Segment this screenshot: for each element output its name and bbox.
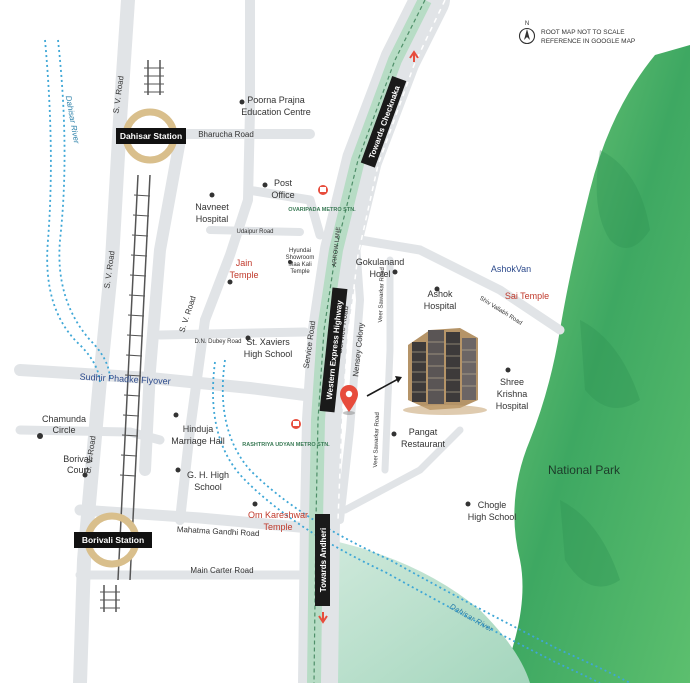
place-navneet: Navneet [195,202,229,212]
place-maa-kali-2: Temple [290,269,310,275]
area-national-park: National Park [548,463,621,477]
place-gokulanand: Gokulanand [356,257,405,267]
metro-label-ovaripada: OVARIPADA METRO STN. [288,207,356,213]
place-post-office: Post [274,178,293,188]
temple-jain-2: Temple [229,270,258,280]
place-poorna-prajna-2: Education Centre [241,107,311,117]
map-note-line2: REFERENCE IN GOOGLE MAP [541,38,635,45]
place-gh-school: G. H. High [187,470,229,480]
place-gh-school-2: School [194,482,222,492]
green-wedge [330,540,530,683]
temple-om-kareshwar: Om Kareshwar [248,510,308,520]
road-label-mahatma-gandhi: Mahatma Gandhi Road [177,525,260,538]
place-shree-krishna: Shree [500,377,524,387]
place-navneet-2: Hospital [196,214,229,224]
railway-track-icon [100,60,164,612]
place-chogle-2: High School [468,512,517,522]
borivali-station-label: Borivali Station [82,535,144,545]
pointer-arrowhead [395,376,402,383]
road-label-veer-sawarkar-2: Veer Sawarkar Road [373,412,381,468]
place-ashok-hospital: Ashok [427,289,453,299]
place-shree-krishna-2: Krishna [497,389,528,399]
dahisar-station[interactable]: Dahisar Station [116,108,186,164]
place-nensey-colony: Nensey Colony [351,322,366,377]
svg-text:Towards Andheri: Towards Andheri [319,528,328,592]
arrow-down-icon [318,612,328,624]
national-park-area [500,45,690,683]
place-ashok-hospital-2: Hospital [424,301,457,311]
place-hinduja-2: Marriage Hall [171,436,225,446]
road-label-bharucha: Bharucha Road [198,130,254,139]
compass-icon: N [518,21,536,45]
borivali-station[interactable]: Borivali Station [74,512,152,568]
place-borivali-court-2: Court [67,465,90,475]
place-gokulanand-2: Hotel [369,269,390,279]
place-post-office-2: Office [271,190,294,200]
place-hyundai-2: Showroom [286,255,315,261]
place-markers [37,99,511,507]
place-poorna-prajna: Poorna Prajna [247,95,305,105]
place-st-xaviers-2: High School [244,349,293,359]
building-icon[interactable] [403,328,487,415]
place-maa-kali: Maa Kali [288,262,311,268]
road-label-arrow-lane: ARROW LANE [332,227,342,268]
place-chamunda: Chamunda [42,414,86,424]
place-chamunda-2: Circle [52,425,75,435]
pointer-arrow [366,377,401,397]
temple-sai: Sai Temple [505,291,549,301]
place-chogle: Chogle [478,500,507,510]
temple-om-kareshwar-2: Temple [263,522,292,532]
road-label-sudhir-phadke: Sudhir Phadke Flyover [79,372,170,387]
compass-letter: N [525,21,529,27]
place-st-xaviers: St. Xaviers [246,337,290,347]
place-pangat: Pangat [409,427,438,437]
area-ashokvan: AshokVan [491,264,531,274]
towards-andheri-label[interactable]: Towards Andheri [315,514,330,606]
location-pin-icon[interactable] [340,385,358,415]
arrow-up-icon [409,50,419,62]
metro-label-rashtriya: RASHTRIYA UDYAN METRO STN. [242,442,330,448]
place-hinduja: Hinduja [183,424,214,434]
place-hyundai: Hyundai [289,248,311,254]
park-texture [560,150,650,587]
temple-jain: Jain [236,258,253,268]
metro-station-icon[interactable] [318,185,328,195]
road-label-udaipur: Udaipur Road [236,229,273,235]
road-label-dn-dubey: D.N. Dubey Road [194,339,241,345]
place-shree-krishna-3: Hospital [496,401,529,411]
river-label-top: Dahisar River [64,95,81,145]
metro-station-icon[interactable] [291,419,301,429]
place-pangat-2: Restaurant [401,439,446,449]
place-borivali-court: Borivali [63,454,93,464]
road-label-main-carter: Main Carter Road [190,566,253,575]
road-label-sv-4: S. V. Road [177,295,197,334]
dahisar-station-label: Dahisar Station [120,131,182,141]
map-note-line1: ROOT MAP NOT TO SCALE [541,29,625,36]
dahisar-river [44,39,631,683]
road-label-veer-sawarkar-1: Veer Sawarkar Road [378,267,386,323]
